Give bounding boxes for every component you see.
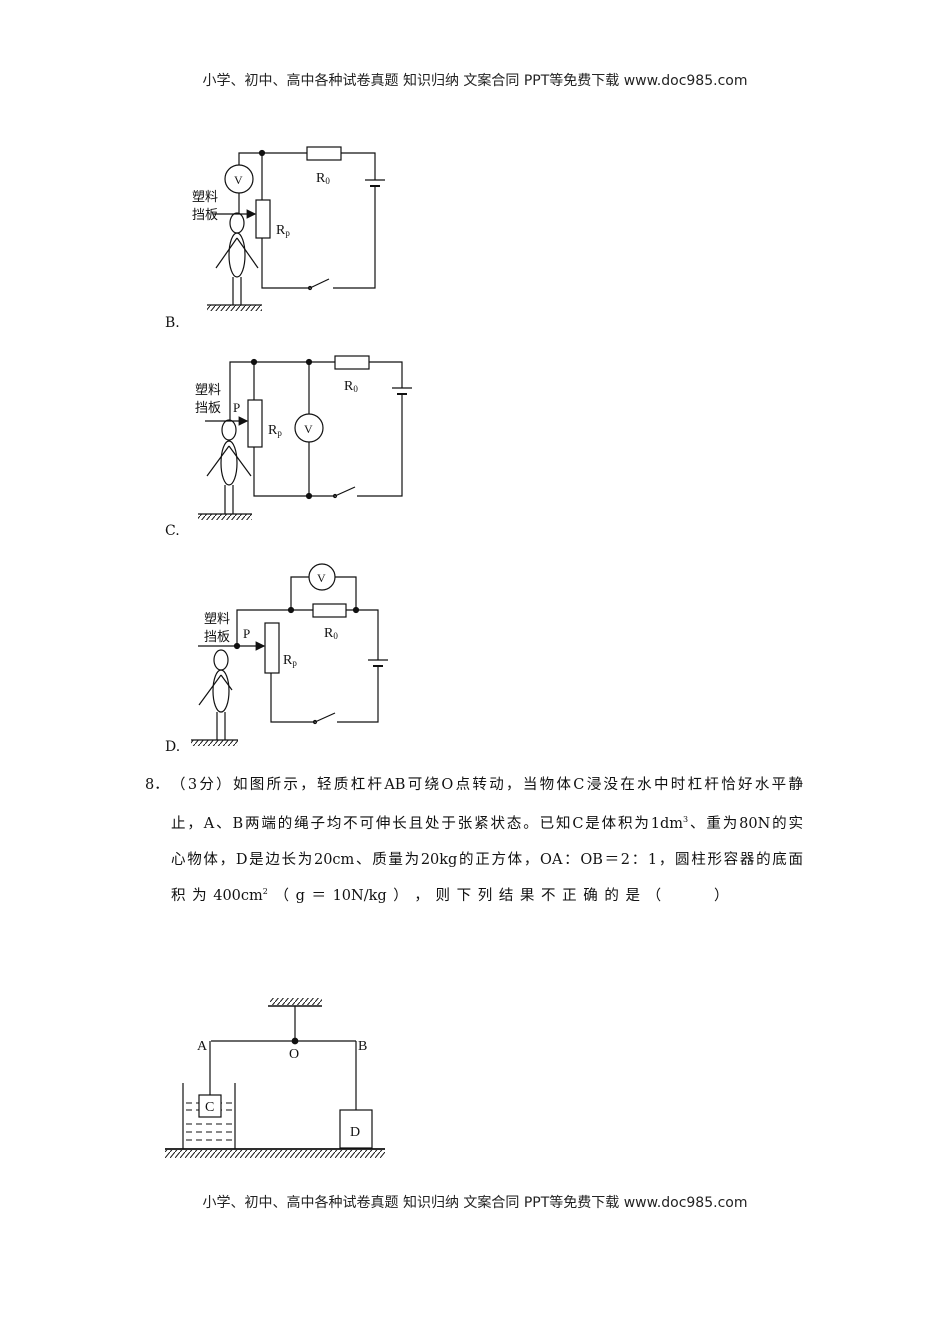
svg-text:Rp: Rp bbox=[268, 423, 282, 438]
question-number: 8． bbox=[145, 777, 169, 793]
svg-text:Rp: Rp bbox=[283, 653, 297, 668]
pivot-icon bbox=[291, 1037, 299, 1045]
page-footer: 小学、初中、高中各种试卷真题 知识归纳 文案合同 PPT等免费下载 www.do… bbox=[202, 1195, 748, 1211]
circuit-diagram-d: V P 塑料 挡板 R0 Rp bbox=[191, 563, 388, 746]
option-d-label: D. bbox=[165, 739, 181, 755]
svg-text:O: O bbox=[289, 1047, 299, 1062]
question-line-4: 积 为 400cm2 （ g ＝ 10N/kg ） ， 则 下 列 结 果 不 … bbox=[171, 884, 803, 905]
svg-text:D: D bbox=[350, 1125, 360, 1140]
line-text: （ g ＝ 10N/kg ） ， 则 下 列 结 果 不 正 确 的 是 （ ） bbox=[267, 888, 729, 904]
circuit-diagram-c: V P 塑料 挡板 R0 Rp bbox=[195, 355, 412, 520]
line-text: 止，A、B两端的绳子均不可伸长且处于张紧状态。已知C是体积为1dm bbox=[171, 816, 684, 832]
voltmeter-icon bbox=[294, 413, 324, 443]
svg-text:P: P bbox=[233, 400, 240, 415]
svg-text:塑料: 塑料 bbox=[195, 383, 221, 398]
person-icon bbox=[215, 212, 259, 305]
line-text: 、重为80N的实 bbox=[688, 816, 803, 832]
svg-text:A: A bbox=[197, 1039, 208, 1054]
svg-text:R0: R0 bbox=[344, 379, 358, 394]
option-c-label: C. bbox=[165, 523, 180, 539]
lever-diagram: A O B C D bbox=[165, 998, 385, 1158]
svg-text:P: P bbox=[243, 626, 250, 641]
question-line-1: （3分）如图所示，轻质杠杆AB可绕O点转动，当物体C浸没在水中时杠杆恰好水平静 bbox=[171, 777, 803, 793]
svg-text:塑料: 塑料 bbox=[204, 612, 230, 627]
circuit-diagram-b: V 塑料 挡板 R0 Rp bbox=[192, 146, 385, 311]
svg-text:R0: R0 bbox=[324, 626, 338, 641]
svg-text:R0: R0 bbox=[316, 171, 330, 186]
svg-text:挡板: 挡板 bbox=[192, 208, 218, 223]
person-icon bbox=[206, 419, 252, 514]
person-icon bbox=[198, 649, 233, 740]
line-text: 积 为 400cm bbox=[171, 888, 263, 904]
page-header: 小学、初中、高中各种试卷真题 知识归纳 文案合同 PPT等免费下载 www.do… bbox=[202, 73, 748, 89]
superscript: 3 bbox=[683, 815, 689, 824]
svg-text:挡板: 挡板 bbox=[195, 401, 221, 416]
svg-text:V: V bbox=[234, 173, 243, 187]
voltmeter-icon bbox=[308, 563, 336, 591]
svg-text:挡板: 挡板 bbox=[204, 630, 230, 645]
superscript: 2 bbox=[262, 887, 268, 896]
question-line-3: 心物体，D是边长为20cm、质量为20kg的正方体，OA：OB＝2：1，圆柱形容… bbox=[171, 852, 803, 868]
svg-text:B: B bbox=[358, 1039, 367, 1054]
svg-text:塑料: 塑料 bbox=[192, 190, 218, 205]
svg-text:C: C bbox=[205, 1100, 214, 1115]
svg-text:V: V bbox=[317, 571, 326, 585]
svg-text:V: V bbox=[304, 422, 313, 436]
svg-text:Rp: Rp bbox=[276, 223, 290, 238]
option-b-label: B. bbox=[165, 315, 180, 331]
question-line-2: 止，A、B两端的绳子均不可伸长且处于张紧状态。已知C是体积为1dm3、重为80N… bbox=[171, 812, 803, 833]
